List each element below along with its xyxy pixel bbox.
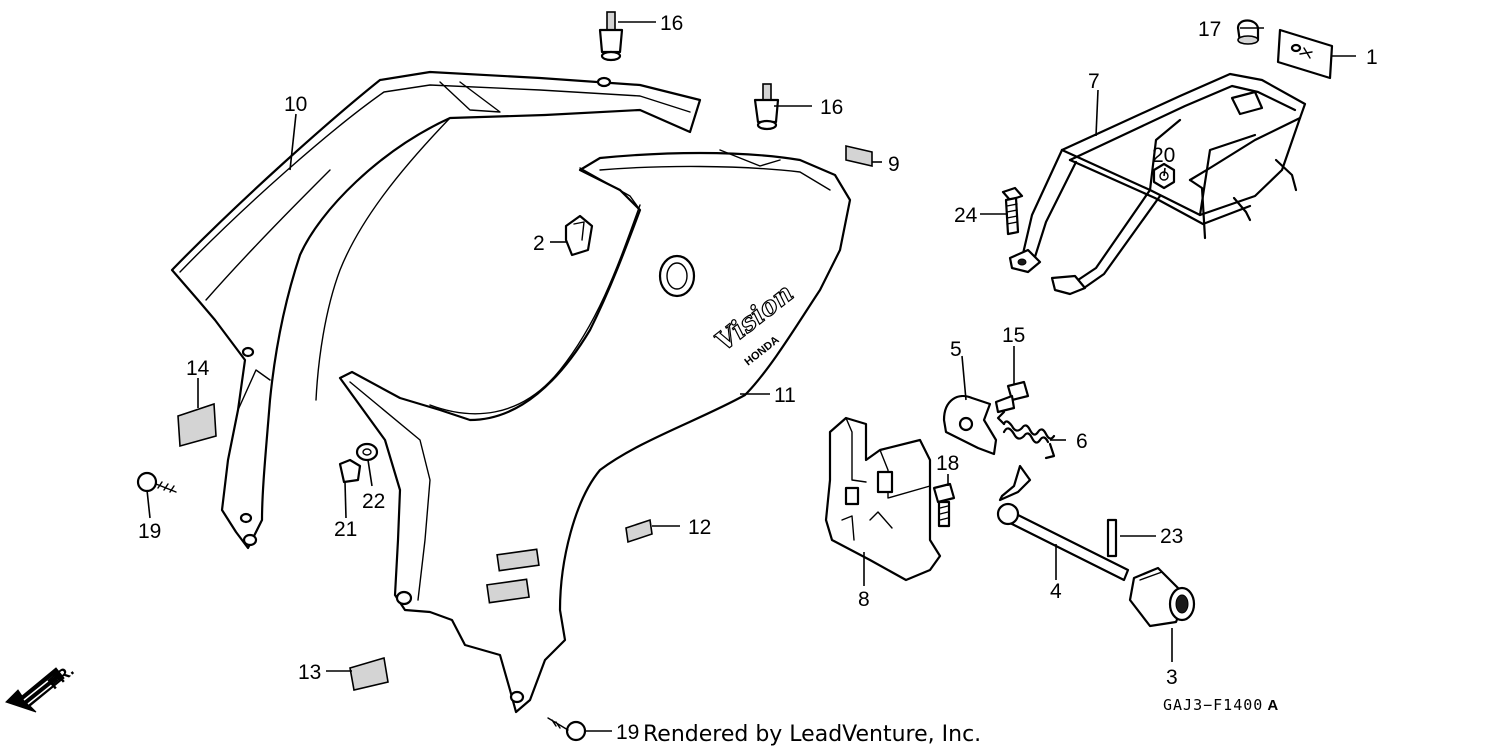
figure-code-text: GAJ3−F1400 xyxy=(1163,696,1264,714)
callout-24: 24 xyxy=(954,204,978,227)
callout-18: 18 xyxy=(936,452,959,475)
bolt-part-24 xyxy=(1001,186,1024,236)
callout-6: 6 xyxy=(1076,430,1088,453)
right-body-cover: Vision HONDA xyxy=(338,149,852,714)
callout-1: 1 xyxy=(1366,46,1378,69)
callout-20: 20 xyxy=(1152,144,1175,167)
cap-nut-part-17 xyxy=(1236,19,1260,45)
callout-16b: 16 xyxy=(820,96,843,119)
callout-8: 8 xyxy=(858,588,870,611)
callout-7: 7 xyxy=(1088,70,1100,93)
label-part-12 xyxy=(625,518,653,544)
plate-part-1 xyxy=(1276,28,1334,80)
lock-plate-part-5 xyxy=(942,394,998,456)
screw-part-19a xyxy=(136,471,177,493)
credit-text: Rendered by LeadVenture, Inc. xyxy=(643,722,982,747)
callout-numbers: 1 2 3 4 5 6 7 8 9 10 11 12 13 14 15 16 1… xyxy=(138,12,1378,744)
lever-shaft-part-4 xyxy=(996,464,1130,582)
rear-carrier xyxy=(1008,72,1307,296)
figure-code-suffix: A xyxy=(1267,697,1280,714)
washer-part-22 xyxy=(355,442,379,462)
screw-part-15 xyxy=(994,380,1030,414)
callout-11: 11 xyxy=(774,384,796,407)
nut-part-21 xyxy=(338,458,362,484)
bolt-part-16b xyxy=(753,83,780,131)
callout-10: 10 xyxy=(284,93,307,116)
callout-4: 4 xyxy=(1050,580,1062,603)
callout-19a: 19 xyxy=(138,520,161,543)
callout-16a: 16 xyxy=(660,12,683,35)
left-body-cover xyxy=(170,70,702,550)
spring-part-6 xyxy=(996,410,1056,460)
clip-part-2 xyxy=(564,214,594,257)
callout-23: 23 xyxy=(1160,525,1183,548)
callout-12: 12 xyxy=(688,516,711,539)
callout-15: 15 xyxy=(1002,324,1025,347)
label-part-9 xyxy=(845,144,873,168)
front-direction-marker: FR. xyxy=(5,661,78,713)
callout-22: 22 xyxy=(362,490,385,513)
pin-part-23 xyxy=(1106,518,1118,558)
callout-9: 9 xyxy=(888,153,900,176)
callout-19b: 19 xyxy=(616,721,639,744)
bolt-part-16a xyxy=(598,11,624,62)
lock-bracket-part-8 xyxy=(824,416,942,582)
lock-cylinder-part-3 xyxy=(1128,566,1196,628)
screw-part-19b xyxy=(547,717,587,742)
leader-lines xyxy=(146,21,1356,732)
label-part-13 xyxy=(349,656,389,691)
callout-21: 21 xyxy=(334,518,357,541)
label-part-14 xyxy=(177,402,217,448)
callout-3: 3 xyxy=(1166,666,1178,689)
callout-5: 5 xyxy=(950,338,962,361)
callout-2: 2 xyxy=(533,232,545,255)
callout-17: 17 xyxy=(1198,18,1221,41)
callout-14: 14 xyxy=(186,357,210,380)
callout-13: 13 xyxy=(298,661,321,684)
bolt-part-18 xyxy=(932,482,956,528)
